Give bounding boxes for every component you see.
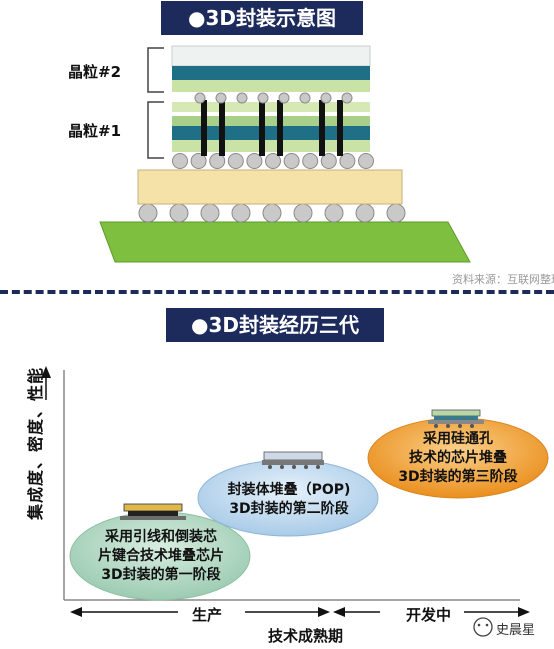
die-2-bracket <box>147 47 164 93</box>
micro-bump <box>320 153 337 169</box>
stage-1-line-1: 采用引线和倒装芯 <box>105 529 217 545</box>
stage-2-line-1: 封装体堆叠（POP) <box>227 482 351 498</box>
tsv-pillar <box>219 100 225 156</box>
micro-bump <box>246 153 263 169</box>
micro-bump <box>209 153 226 169</box>
wechat-icon <box>473 617 493 637</box>
micro-bump <box>339 153 356 169</box>
die-2-stack <box>171 45 371 92</box>
bond-ball <box>299 92 311 104</box>
stage-3-line-1: 采用硅通孔 <box>423 431 493 447</box>
tsv-pillar <box>319 100 325 156</box>
bond-ball <box>320 92 332 104</box>
3d-package-illustration <box>99 45 471 263</box>
development-label: 开发中 <box>406 606 452 624</box>
right-arrow-icon-2 <box>518 607 530 617</box>
micro-bump <box>172 153 188 169</box>
die-bond-balls <box>194 92 353 104</box>
micro-bump <box>227 153 244 169</box>
micro-bump <box>265 153 281 169</box>
diagram-title: ●3D封装示意图 <box>161 1 363 35</box>
stage-3-line-3: 3D封装的第三阶段 <box>398 469 518 485</box>
stage-3-text: 采用硅通孔 技术的芯片堆叠 3D封装的第三阶段 <box>386 430 530 487</box>
stage-1-line-2: 片键合技术堆叠芯片 <box>98 548 224 564</box>
left-arrow-icon <box>70 607 82 617</box>
source-note: 资料来源：互联网整理 <box>452 273 554 286</box>
tsv-pillar <box>277 100 283 156</box>
die-1-bracket <box>147 101 164 159</box>
bond-ball <box>236 92 248 104</box>
stage-1-chip-icon <box>120 503 186 520</box>
micro-bump <box>283 153 300 169</box>
tsv-pillar <box>259 100 265 156</box>
bond-ball <box>257 92 269 104</box>
stage-2-text: 封装体堆叠（POP) 3D封装的第二阶段 <box>214 481 364 519</box>
interposer-solder-balls <box>172 153 374 169</box>
left-arrow-icon-2 <box>333 607 345 617</box>
stage-2-line-2: 3D封装的第二阶段 <box>229 501 349 517</box>
stage-3-chip-icon <box>428 409 484 428</box>
die-2-label: 晶粒#2 <box>68 63 122 81</box>
right-arrow-icon <box>318 607 330 617</box>
bond-ball <box>215 92 227 104</box>
stages-title: ●3D封装经历三代 <box>166 308 384 342</box>
watermark-text: 史晨星 <box>496 623 536 638</box>
interposer-layer <box>137 169 403 205</box>
maturity-label: 技术成熟期 <box>268 627 344 645</box>
tsv-pillar <box>337 100 343 156</box>
stage-2-chip-icon <box>262 451 324 469</box>
bond-ball <box>278 92 290 104</box>
stage-1-line-3: 3D封装的第一阶段 <box>101 567 221 583</box>
bond-ball <box>341 92 353 104</box>
y-arrow-icon <box>41 366 51 378</box>
y-axis-label: 集成度、密度、性能 <box>26 366 45 520</box>
bond-ball <box>194 92 206 104</box>
die-1-label: 晶粒#1 <box>68 122 122 140</box>
micro-bump <box>190 153 207 169</box>
production-label: 生产 <box>192 606 223 624</box>
tsv-pillar <box>201 100 207 156</box>
stage-1-text: 采用引线和倒装芯 片键合技术堆叠芯片 3D封装的第一阶段 <box>86 528 236 585</box>
micro-bump <box>358 153 374 169</box>
micro-bump <box>302 153 319 169</box>
stage-3-line-2: 技术的芯片堆叠 <box>409 450 507 466</box>
section-divider <box>0 290 554 294</box>
through-silicon-vias <box>201 100 343 156</box>
